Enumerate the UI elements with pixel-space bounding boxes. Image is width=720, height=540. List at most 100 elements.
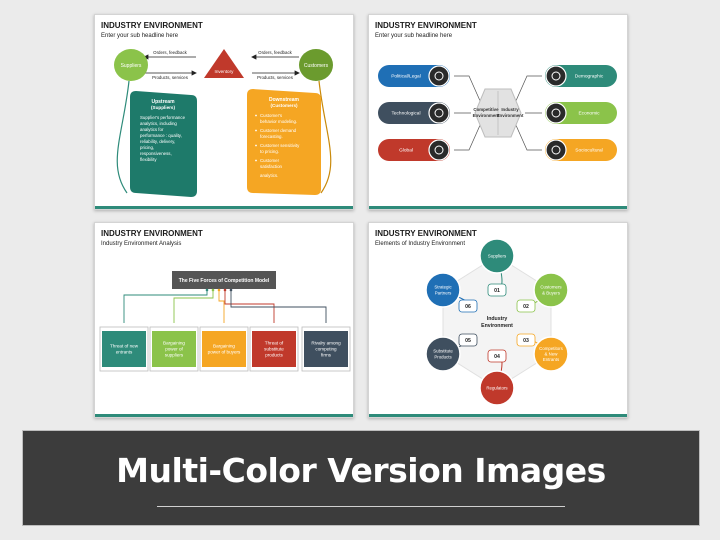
industry-elements-cycle: Industry Environment 010203040506Supplie… <box>425 238 569 406</box>
slide-thumbnail-1[interactable]: INDUSTRY ENVIRONMENT Enter your sub head… <box>94 14 354 210</box>
five-forces-header: The Five Forces of Competition Model <box>179 278 270 284</box>
cycle-hexagon <box>442 255 552 389</box>
footer-banner: Multi-Color Version Images <box>22 430 700 526</box>
force-box <box>152 331 196 367</box>
upstream-text-line: reliability, delivery, <box>140 139 175 144</box>
element-label: & Buyers <box>542 290 561 295</box>
element-node <box>479 370 515 406</box>
upstream-text-line: responsiveness, <box>140 151 172 156</box>
competitive-label-1: Competitive <box>473 107 499 112</box>
connector-dot <box>223 288 227 292</box>
bullet-dot <box>255 114 257 117</box>
downstream-text-line: behavior modeling. <box>260 119 297 124</box>
icon-glyph <box>551 145 561 155</box>
factor-label: Economic <box>578 111 600 117</box>
icon-glyph <box>551 71 561 81</box>
element-label: & New <box>545 352 559 357</box>
factor-label: Political/Legal <box>391 74 421 80</box>
force-label: Bargaining <box>213 344 235 349</box>
upstream-text-line: pricing, <box>140 145 154 150</box>
slide-subtitle: Industry Environment Analysis <box>101 241 182 247</box>
slide-accent-line <box>95 206 353 209</box>
factor-label: Sociocultural <box>575 148 602 154</box>
competitive-label-2: Environment <box>473 113 500 118</box>
upstream-title: Upstream <box>151 99 175 105</box>
force-label: competing <box>315 347 337 352</box>
factor-label: Technological <box>391 111 420 117</box>
industry-label-1: Industry <box>501 107 519 112</box>
icon-glyph <box>434 71 444 81</box>
slide-title: INDUSTRY ENVIRONMENT <box>375 229 477 238</box>
element-label: Substitute <box>433 349 453 354</box>
force-connector <box>123 289 208 323</box>
downstream-text-line: to pricing. <box>260 149 279 154</box>
slide-thumbnail-4[interactable]: INDUSTRY ENVIRONMENT Elements of Industr… <box>368 222 628 418</box>
gears-icon <box>428 102 450 124</box>
slide-accent-line <box>95 414 353 417</box>
downstream-card <box>247 89 321 195</box>
force-label: Rivalry among <box>311 341 341 346</box>
connector-dot <box>205 288 209 292</box>
products-services-left: Products, services <box>152 75 189 80</box>
gavel-icon <box>428 65 450 87</box>
cycle-center-2: Environment <box>481 323 513 329</box>
element-label: Competitors <box>539 346 563 351</box>
element-node <box>533 336 569 372</box>
inventory-label: Inventory <box>215 69 235 74</box>
element-label: Products <box>434 354 452 359</box>
environment-hexagon-diagram: Competitive Environment Industry Environ… <box>378 65 617 161</box>
upstream-subtitle: (Suppliers) <box>151 105 175 110</box>
group-icon <box>545 139 567 161</box>
force-label: firms <box>321 353 332 358</box>
step-number: 04 <box>494 354 500 360</box>
slide-thumbnail-2[interactable]: INDUSTRY ENVIRONMENT Enter your sub head… <box>368 14 628 210</box>
upstream-text-line: analytics for <box>140 127 164 132</box>
force-box <box>304 331 348 367</box>
upstream-text-line: Supplier's performance <box>140 115 186 120</box>
element-label: Partners <box>435 290 452 295</box>
slide-subtitle: Enter your sub headline here <box>375 33 453 39</box>
orders-feedback-left: Orders, feedback <box>153 50 187 55</box>
upstream-text-line: performance : quality, <box>140 133 182 138</box>
upstream-text-line: analytics, including <box>140 121 177 126</box>
force-label: entrants <box>116 350 133 355</box>
element-node <box>533 272 569 308</box>
downstream-text-line: analytics. <box>260 173 278 178</box>
force-box <box>102 331 146 367</box>
step-number: 01 <box>494 288 500 294</box>
icon-glyph <box>434 108 444 118</box>
banner-title: Multi-Color Version Images <box>116 451 606 490</box>
force-connector <box>173 289 214 323</box>
force-label: power of buyers <box>208 350 241 355</box>
step-number-box <box>487 349 507 363</box>
bullet-dot <box>255 129 257 132</box>
slide-subtitle: Elements of Industry Environment <box>375 241 466 247</box>
element-node <box>479 238 515 274</box>
suppliers-label: Suppliers <box>121 63 142 69</box>
five-forces-header-box <box>172 271 276 289</box>
force-connector <box>230 289 327 323</box>
cycle-center-1: Industry <box>487 316 508 322</box>
force-connector <box>218 289 225 323</box>
slide-subtitle: Enter your sub headline here <box>101 33 179 39</box>
downstream-text-line: Customer's <box>260 113 283 118</box>
element-label: Entrants <box>543 357 560 362</box>
connector-dot <box>211 288 215 292</box>
upstream-card <box>130 91 197 197</box>
force-label: substitute <box>264 347 284 352</box>
slide-title: INDUSTRY ENVIRONMENT <box>101 21 203 30</box>
factor-label: Global <box>399 148 413 154</box>
element-label: Regulators <box>486 386 508 391</box>
force-box <box>202 331 246 367</box>
step-number: 02 <box>523 304 529 310</box>
slide-accent-line <box>369 206 627 209</box>
icon-glyph <box>551 108 561 118</box>
step-number: 03 <box>523 338 529 344</box>
step-number-box <box>487 283 507 297</box>
slide-accent-line <box>369 414 627 417</box>
downstream-text-line: Customer <box>260 158 280 163</box>
orders-feedback-right: Orders, feedback <box>258 50 292 55</box>
customers-circle <box>299 49 333 81</box>
slide-title: INDUSTRY ENVIRONMENT <box>375 21 477 30</box>
slide-thumbnail-3[interactable]: INDUSTRY ENVIRONMENT Industry Environmen… <box>94 222 354 418</box>
